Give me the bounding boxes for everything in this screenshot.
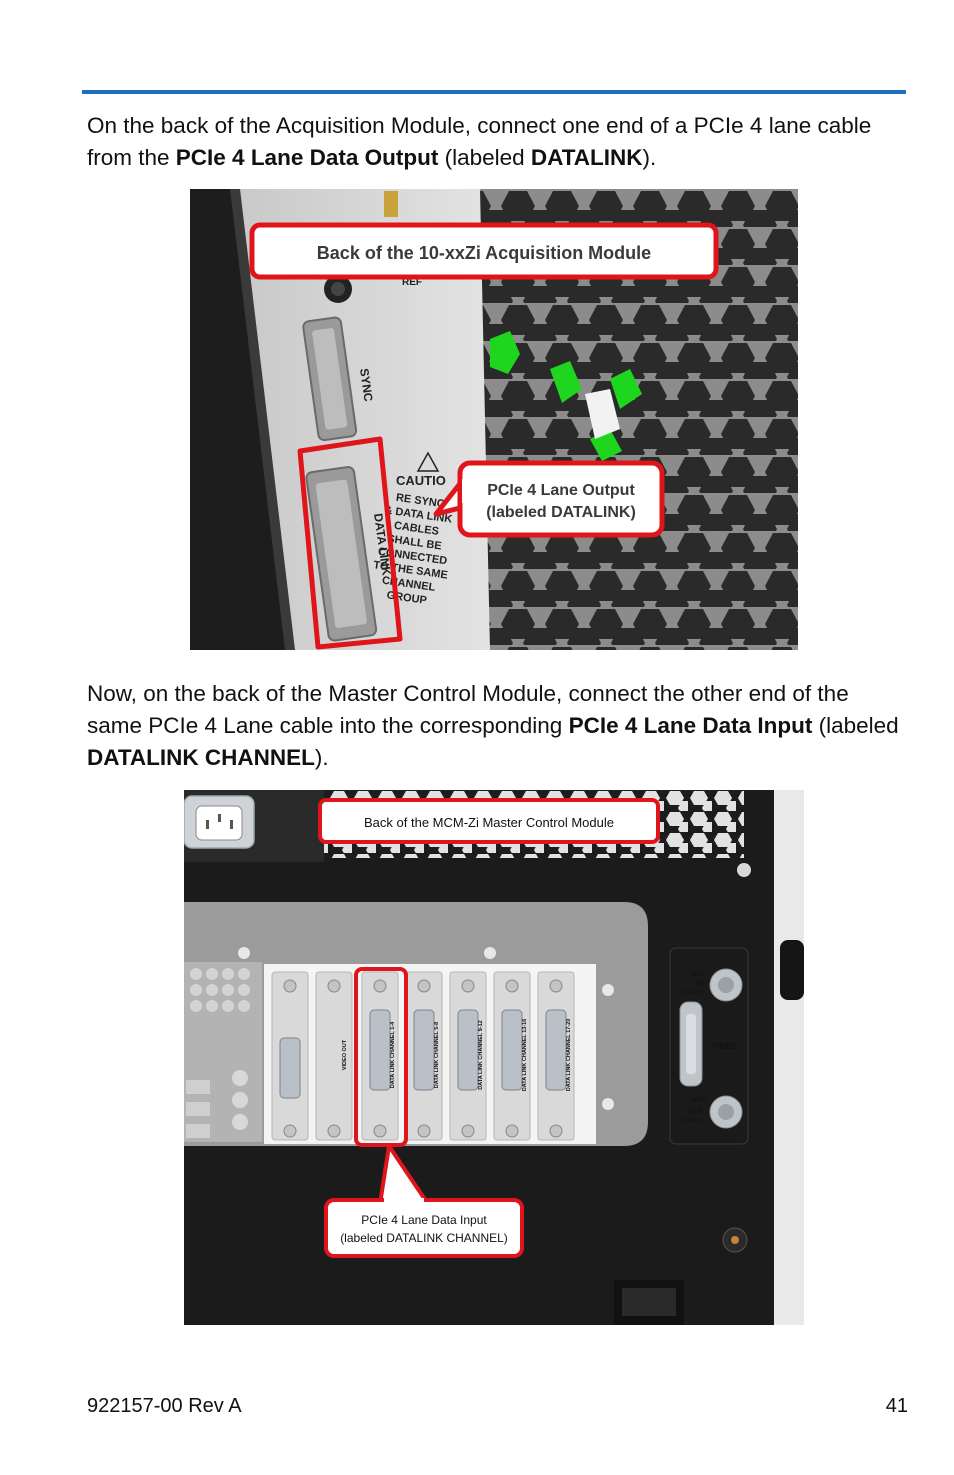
para1-text-1: On the back of the Acquisition Module, c… <box>87 113 872 170</box>
slot-screw <box>327 979 341 993</box>
ref-out-freq: 10 MHz <box>682 1118 703 1124</box>
slot-label: DATA LINK CHANNEL 1-4 <box>390 1021 396 1088</box>
ref-out-sub: OUT <box>688 1108 704 1115</box>
para1-text-2: (labeled <box>438 145 531 170</box>
slot-screw <box>505 1124 519 1138</box>
slot-screw <box>327 1124 341 1138</box>
para2-bold-input: PCIe 4 Lane Data Input <box>568 713 813 738</box>
mcm-title-callout: Back of the MCM-Zi Master Control Module <box>318 798 660 844</box>
slot-connector <box>545 1009 567 1091</box>
master-control-module-photo: VIDEO OUT DATA LINK CHANNEL 1-4 DATA LINK … <box>184 790 804 1325</box>
slot-screw <box>373 1124 387 1138</box>
para2-text-2: (labeled <box>812 713 899 738</box>
slot-label: DATA LINK CHANNEL 13-16 <box>522 1019 528 1092</box>
para2-text-1: Now, on the back of the Master Control M… <box>87 681 849 738</box>
ref-video-panel: REF IN 10 MHz VIDEO REF OUT 10 MHz <box>669 947 749 1145</box>
slot-label: VIDEO OUT <box>342 1039 348 1070</box>
header-rule <box>82 90 906 94</box>
slot-screw <box>549 979 563 993</box>
slot-connector <box>369 1009 391 1091</box>
slot-label: DATA LINK CHANNEL 17-20 <box>566 1019 572 1092</box>
slot-screw <box>283 979 297 993</box>
fig2-input-line1: PCIe 4 Lane Data Input <box>361 1213 487 1227</box>
fan-highlights <box>490 331 642 461</box>
slot-screw <box>461 979 475 993</box>
slot-screw <box>505 979 519 993</box>
fig2-input-line2: (labeled DATALINK CHANNEL) <box>340 1231 508 1245</box>
slot-cards: VIDEO OUT DATA LINK CHANNEL 1-4 DATA LINK … <box>271 971 575 1141</box>
power-inlet <box>184 795 255 849</box>
slot-connector <box>413 1009 435 1091</box>
slot-screw <box>283 1124 297 1138</box>
sync-label: SYNC <box>357 367 376 402</box>
slot-screw <box>373 979 387 993</box>
para2-bold-channel: DATALINK CHANNEL <box>87 745 315 770</box>
para1-bold-datalink: DATALINK <box>530 145 643 170</box>
slot-connector <box>457 1009 479 1091</box>
slot-connector <box>501 1009 523 1091</box>
caution-title: CAUTIO <box>396 473 446 488</box>
input-callout: PCIe 4 Lane Data Input (labeled DATALINK… <box>324 1144 524 1258</box>
data-link-highlight <box>297 436 403 650</box>
datalink-1-4-highlight <box>354 967 408 1147</box>
acquisition-module-photo: REF SYNC DATA LINK CAUTIO RE SYNC& DATA … <box>190 189 798 650</box>
slot-card <box>315 971 353 1141</box>
slot-label: DATA LINK CHANNEL 9-12 <box>478 1020 484 1089</box>
slot-screw <box>549 1124 563 1138</box>
ref-out-label: REF <box>692 1097 706 1104</box>
fig2-title-text: Back of the MCM-Zi Master Control Module <box>364 815 614 830</box>
fig1-output-line1: PCIe 4 Lane Output <box>487 482 635 499</box>
ref-in-freq: 10 MHz <box>682 990 703 996</box>
para1-bold-output: PCIe 4 Lane Data Output <box>175 145 439 170</box>
instruction-paragraph-2: Now, on the back of the Master Control M… <box>87 678 907 774</box>
slot-connector <box>279 1037 301 1099</box>
ref-in-label: REF <box>692 971 706 978</box>
document-id: 922157-00 Rev A <box>87 1395 242 1417</box>
slot-screw <box>417 1124 431 1138</box>
fig1-title-text: Back of the 10-xxZi Acquisition Module <box>317 243 651 263</box>
output-callout: PCIe 4 Lane Output (labeled DATALINK) <box>433 460 665 538</box>
slot-screw <box>417 979 431 993</box>
slot-screw <box>461 1124 475 1138</box>
video-label: VIDEO <box>712 1042 737 1051</box>
para2-text-3: ). <box>314 745 329 770</box>
page-number: 41 <box>885 1395 908 1417</box>
ref-label: REF <box>402 277 422 288</box>
instruction-paragraph-1: On the back of the Acquisition Module, c… <box>87 110 907 174</box>
fig1-output-line2: (labeled DATALINK) <box>486 504 636 521</box>
title-callout: Back of the 10-xxZi Acquisition Module <box>249 222 719 280</box>
slot-label: DATA LINK CHANNEL 5-8 <box>434 1022 440 1088</box>
para1-text-3: ). <box>642 145 657 170</box>
ref-in-sub: IN <box>696 980 703 987</box>
